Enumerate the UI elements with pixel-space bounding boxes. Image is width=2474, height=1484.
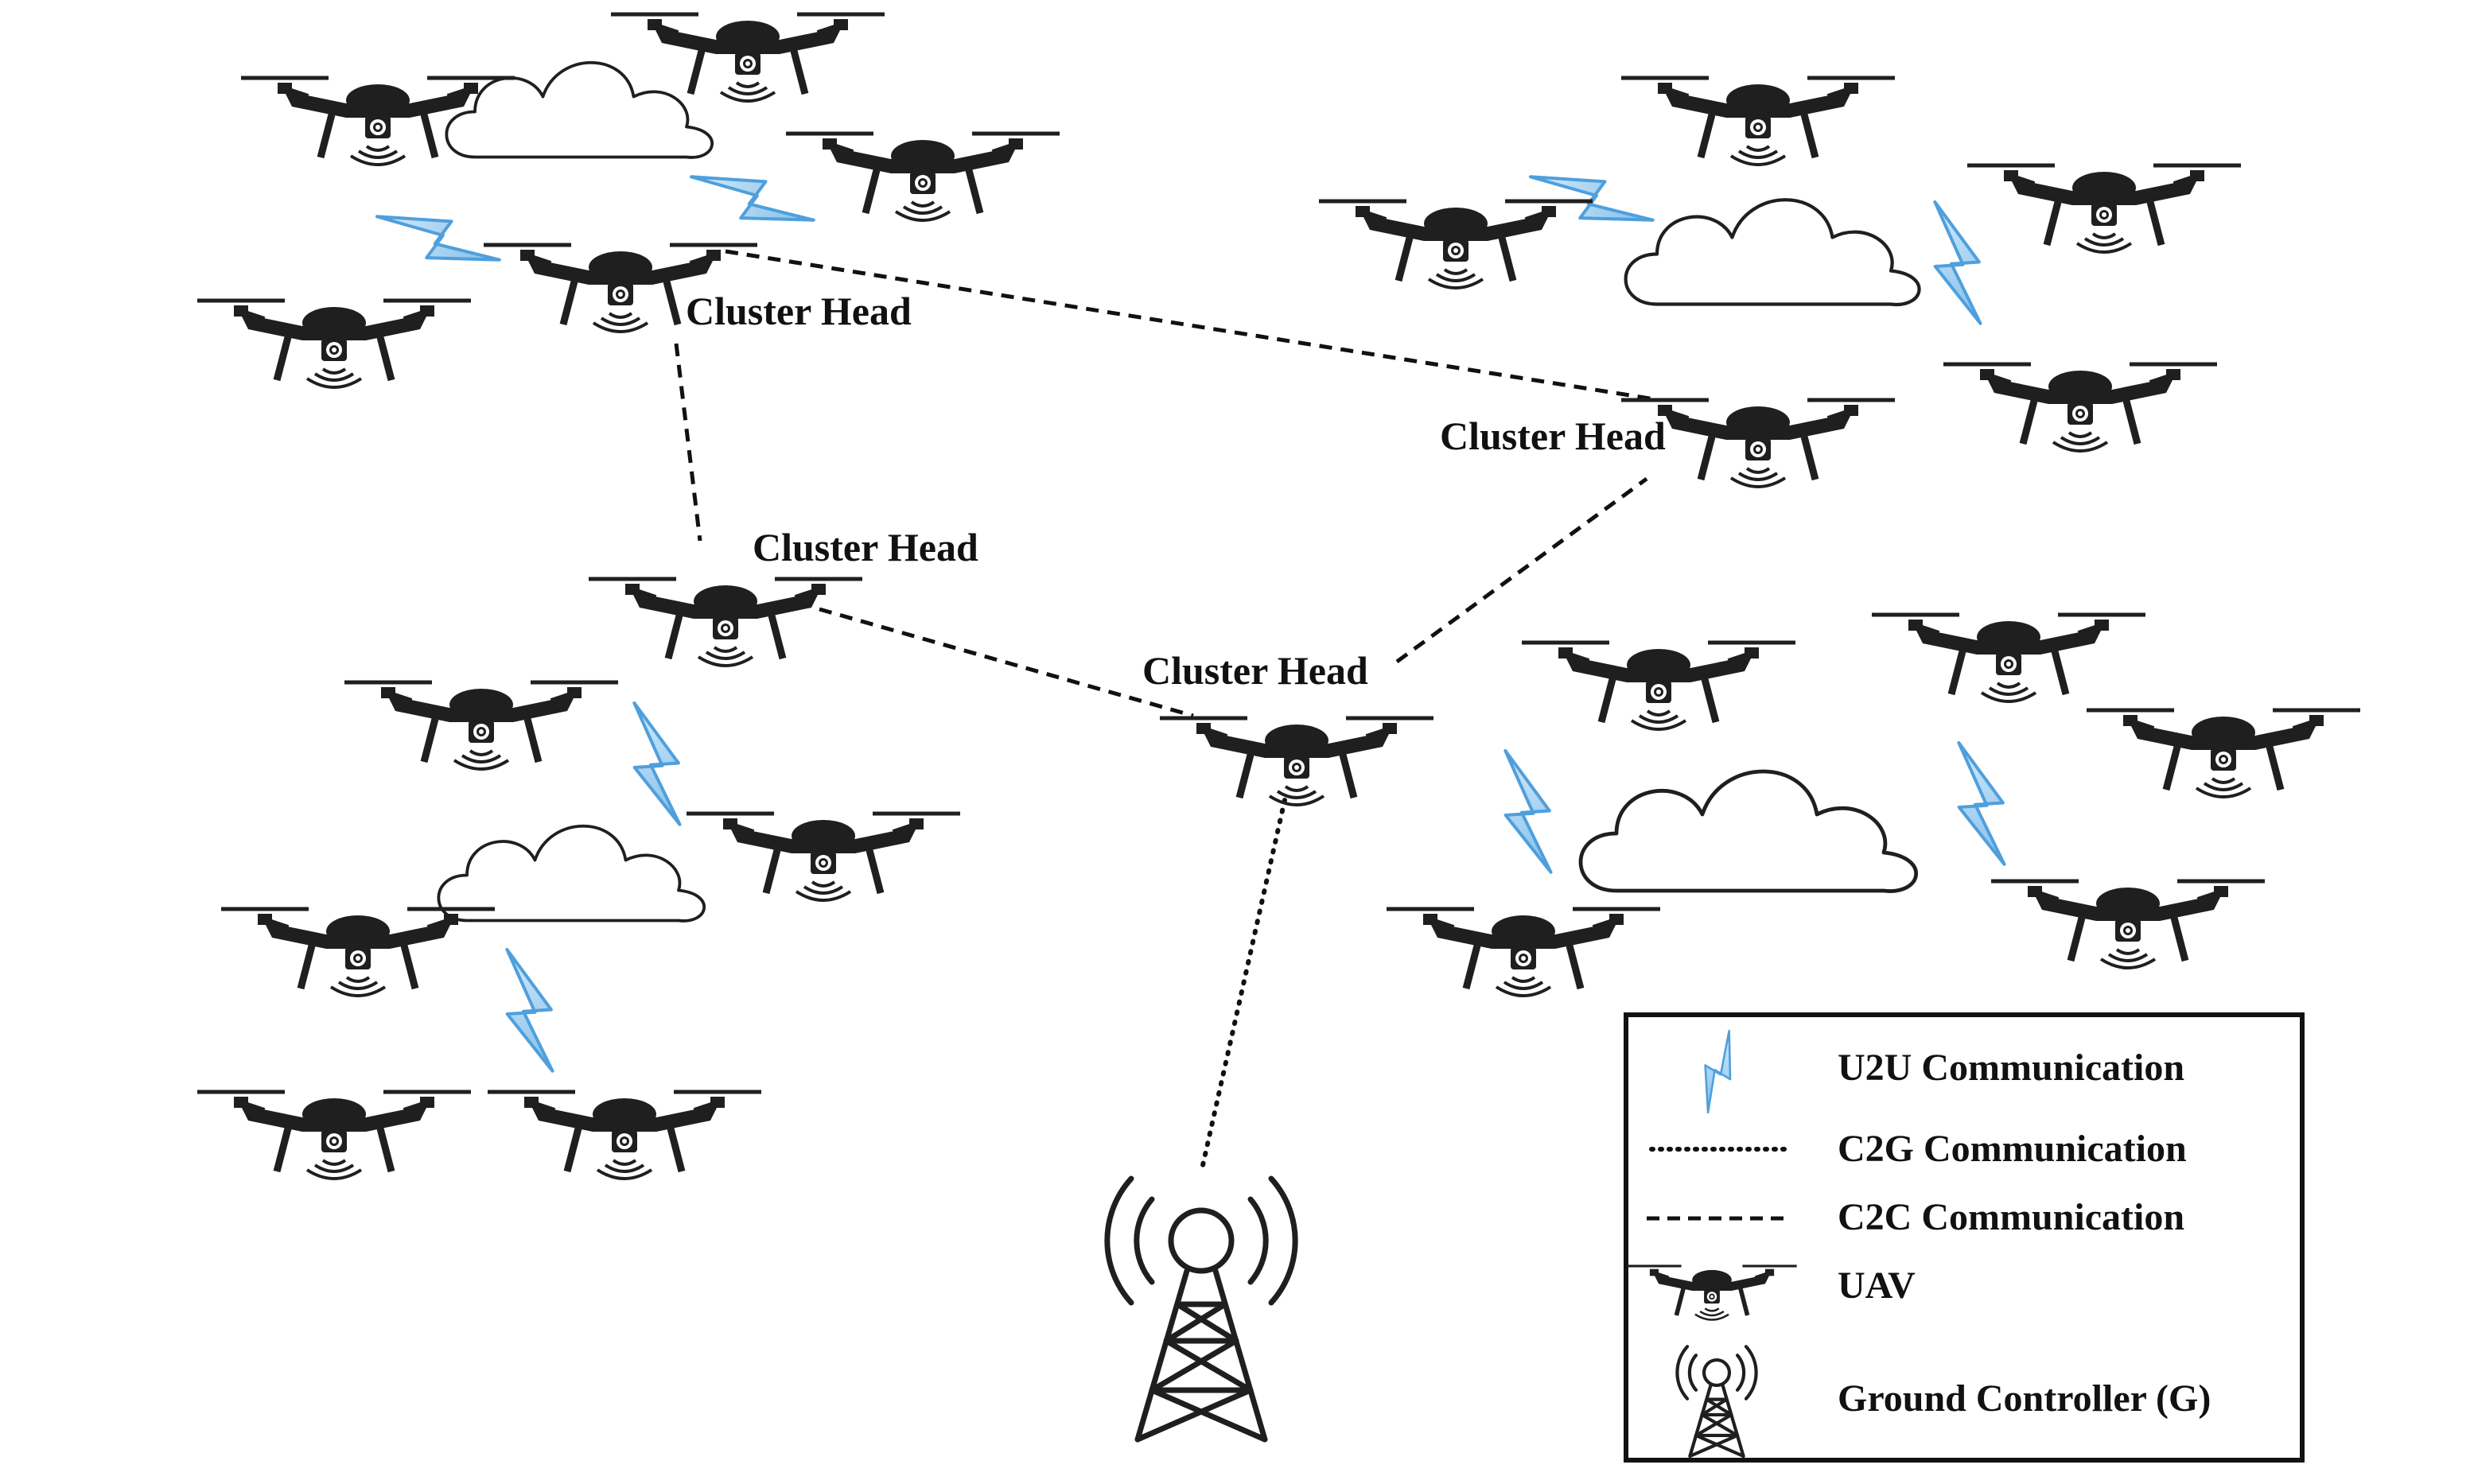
- uav-icon: [1160, 718, 1433, 805]
- antenna-tower-icon: [1104, 1175, 1298, 1443]
- uav-icon: [1621, 78, 1895, 165]
- cluster-head-c: Cluster Head: [589, 525, 978, 666]
- cluster-head-d: Cluster Head: [1142, 648, 1433, 805]
- lightning-bolt-icon: [1899, 200, 2016, 325]
- uav-icon: [687, 814, 960, 900]
- c2c-link-a-b: [725, 249, 1655, 402]
- uav-icon: [611, 14, 885, 101]
- uav-members: [197, 14, 2360, 1179]
- lightning-bolt-icon: [375, 173, 501, 304]
- legend: U2U Communication C2G Communication C2C …: [1624, 1012, 2305, 1463]
- c2c-links: [674, 249, 1655, 718]
- uav-icon: [344, 682, 618, 769]
- legend-c2g-label: C2G Communication: [1838, 1128, 2187, 1170]
- cluster-head-label: Cluster Head: [1440, 414, 1666, 458]
- c2c-link-a-c: [674, 343, 702, 542]
- legend-uav-label: UAV: [1838, 1265, 1916, 1307]
- uav-icon: [786, 134, 1060, 220]
- lightning-bolt-icon: [471, 947, 588, 1073]
- cluster-head-a: Cluster Head: [484, 245, 912, 333]
- uav-icon: [2087, 710, 2360, 797]
- cluster-head-label: Cluster Head: [686, 289, 912, 333]
- uav-icon: [1872, 615, 2145, 701]
- uav-icon: [589, 579, 862, 666]
- uav-icon: [1387, 909, 1660, 996]
- legend-c2c-label: C2C Communication: [1838, 1196, 2184, 1238]
- antenna-tower-icon: [1675, 1345, 1758, 1459]
- uav-icon: [1967, 165, 2241, 252]
- legend-u2u-label: U2U Communication: [1838, 1047, 2184, 1089]
- cloud-icon: [1581, 771, 1916, 892]
- uav-icon: [221, 909, 495, 996]
- lightning-bolt-icon: [1469, 748, 1586, 874]
- uav-icon: [1943, 364, 2217, 451]
- uav-icon: [1522, 643, 1795, 729]
- c2c-link-d-b: [1395, 476, 1648, 664]
- cloud-icon: [437, 824, 706, 923]
- uav-icon: [197, 1092, 471, 1179]
- cluster-head-b: Cluster Head: [1440, 400, 1895, 487]
- lightning-bolt-icon: [598, 701, 715, 826]
- c2g-link: [1199, 798, 1287, 1175]
- cluster-head-label: Cluster Head: [753, 525, 978, 569]
- uav-icon: [488, 1092, 761, 1179]
- uav-icon: [1991, 881, 2265, 968]
- cluster-head-label: Cluster Head: [1142, 648, 1368, 693]
- c2c-link-c-d: [819, 607, 1194, 718]
- uav-icon: [1319, 201, 1593, 288]
- uav-icon: [197, 301, 471, 387]
- lightning-bolt-icon: [1528, 133, 1655, 264]
- legend-ground-label: Ground Controller (G): [1838, 1377, 2211, 1420]
- lightning-bolt-icon: [1923, 740, 2040, 866]
- cloud-icon: [1626, 200, 1920, 305]
